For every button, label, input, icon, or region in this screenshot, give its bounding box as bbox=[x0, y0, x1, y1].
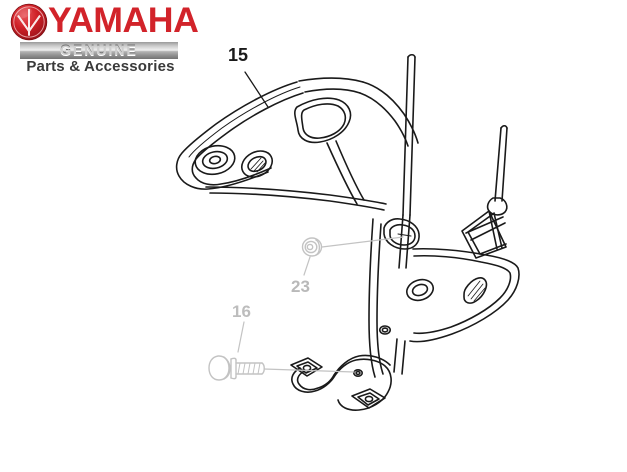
upper-arm-highlight bbox=[188, 86, 301, 158]
foot-tab-left-outer bbox=[290, 357, 323, 377]
mount-boss-outer-mid bbox=[240, 150, 274, 178]
foot-bolt-seat-outer bbox=[352, 368, 363, 377]
mount-hole-left bbox=[208, 155, 222, 165]
plate-oval-slot bbox=[463, 277, 488, 304]
web-small-hole-inner bbox=[381, 327, 389, 333]
plate-top-clamp-outer bbox=[383, 218, 420, 250]
frame-diagonal-outer bbox=[335, 140, 365, 201]
plate-web-right-edge-inner bbox=[393, 338, 398, 373]
plate-web-left-edge-inner bbox=[376, 223, 384, 375]
plate-web-right-edge bbox=[401, 340, 406, 375]
plate-round-hole-outer bbox=[405, 278, 435, 302]
vertical-rod-left-cap bbox=[407, 53, 416, 58]
vertical-rod-right-edge-a bbox=[494, 127, 502, 202]
leader-line-23 bbox=[321, 236, 404, 248]
rod-ferrule bbox=[486, 197, 508, 216]
plate-web-left-edge bbox=[368, 218, 376, 378]
wire-clip-cross-b bbox=[493, 212, 503, 249]
foot-tab-right-inner bbox=[357, 392, 380, 406]
wire-clip-cross-d bbox=[470, 222, 506, 241]
upper-arm-outer-edge bbox=[175, 81, 298, 190]
plate-clamp-slot bbox=[397, 233, 412, 237]
vertical-rod-right-edge-b bbox=[501, 127, 508, 202]
leader-line-15 bbox=[244, 71, 269, 108]
bolt-threads bbox=[237, 362, 261, 375]
vertical-rod-left-edge-a bbox=[402, 56, 409, 216]
genuine-label: GENUINE bbox=[60, 42, 138, 58]
leader-drop-16 bbox=[237, 321, 245, 353]
frame-upper-right-outer bbox=[362, 81, 419, 144]
grommet-bore bbox=[306, 243, 314, 251]
frame-bottom-rail-outer bbox=[205, 186, 387, 205]
callout-number-15[interactable]: 15 bbox=[228, 45, 249, 65]
mount-boss-mid-left bbox=[201, 150, 229, 170]
wire-clip-inner-diamond bbox=[467, 213, 507, 255]
plate-top-clamp-inner bbox=[389, 223, 416, 246]
foot-bolt-seat-inner bbox=[355, 370, 361, 376]
mount-boss-mid bbox=[247, 155, 267, 173]
leader-drop-23 bbox=[303, 256, 311, 276]
mount-boss-outer-left bbox=[194, 144, 236, 176]
vertical-rod-left-lower-a bbox=[398, 214, 404, 269]
frame-inner-eyelet-outer bbox=[294, 97, 352, 144]
foot-tab-right-outer bbox=[351, 388, 386, 409]
yamaha-tuning-fork-icon bbox=[10, 3, 48, 41]
yamaha-wordmark: YAMAHA bbox=[48, 1, 199, 40]
frame-inner-eyelet-inner bbox=[300, 103, 347, 139]
bolt-head-face bbox=[223, 356, 231, 380]
upper-arm-inner-edge bbox=[191, 92, 304, 186]
bolt-flange-bottom bbox=[230, 376, 237, 380]
wire-clip-cross-c bbox=[465, 216, 504, 234]
foot-inner-contour bbox=[296, 354, 391, 391]
web-small-hole-outer bbox=[378, 325, 391, 335]
plate-round-hole-inner bbox=[411, 283, 429, 297]
callout-number-23[interactable]: 23 bbox=[291, 277, 310, 296]
leader-line-16 bbox=[263, 368, 355, 373]
vertical-rod-left-lower-b bbox=[405, 214, 411, 269]
plate-slot-hatch bbox=[467, 280, 486, 302]
brand-mark-row: YAMAHA bbox=[4, 1, 199, 42]
parts-accessories-label: Parts & Accessories bbox=[26, 58, 175, 75]
mount-slot-hatch bbox=[250, 157, 266, 173]
frame-top-rail-outer bbox=[298, 77, 364, 83]
bolt-flange-top bbox=[230, 357, 237, 361]
frame-bottom-rail-inner bbox=[209, 192, 385, 211]
grommet-side-wall bbox=[315, 239, 321, 256]
frame-top-rail-inner bbox=[304, 88, 361, 94]
callout-number-16[interactable]: 16 bbox=[232, 302, 251, 321]
wire-clip-outer-diamond bbox=[461, 210, 507, 259]
wire-clip-cross-a bbox=[488, 210, 498, 250]
foot-hole-right bbox=[364, 395, 374, 403]
plate-outer-contour bbox=[409, 247, 520, 343]
yamaha-brand-block: YAMAHA GENUINE Parts & Accessories bbox=[4, 1, 199, 75]
grommet-mid-ring bbox=[304, 240, 318, 254]
genuine-badge-bar: GENUINE bbox=[20, 42, 178, 59]
vertical-rod-right-cap bbox=[500, 124, 508, 129]
plate-inner-contour bbox=[413, 254, 512, 335]
frame-upper-right-inner bbox=[359, 92, 409, 147]
vertical-rod-left-edge-b bbox=[409, 56, 416, 216]
